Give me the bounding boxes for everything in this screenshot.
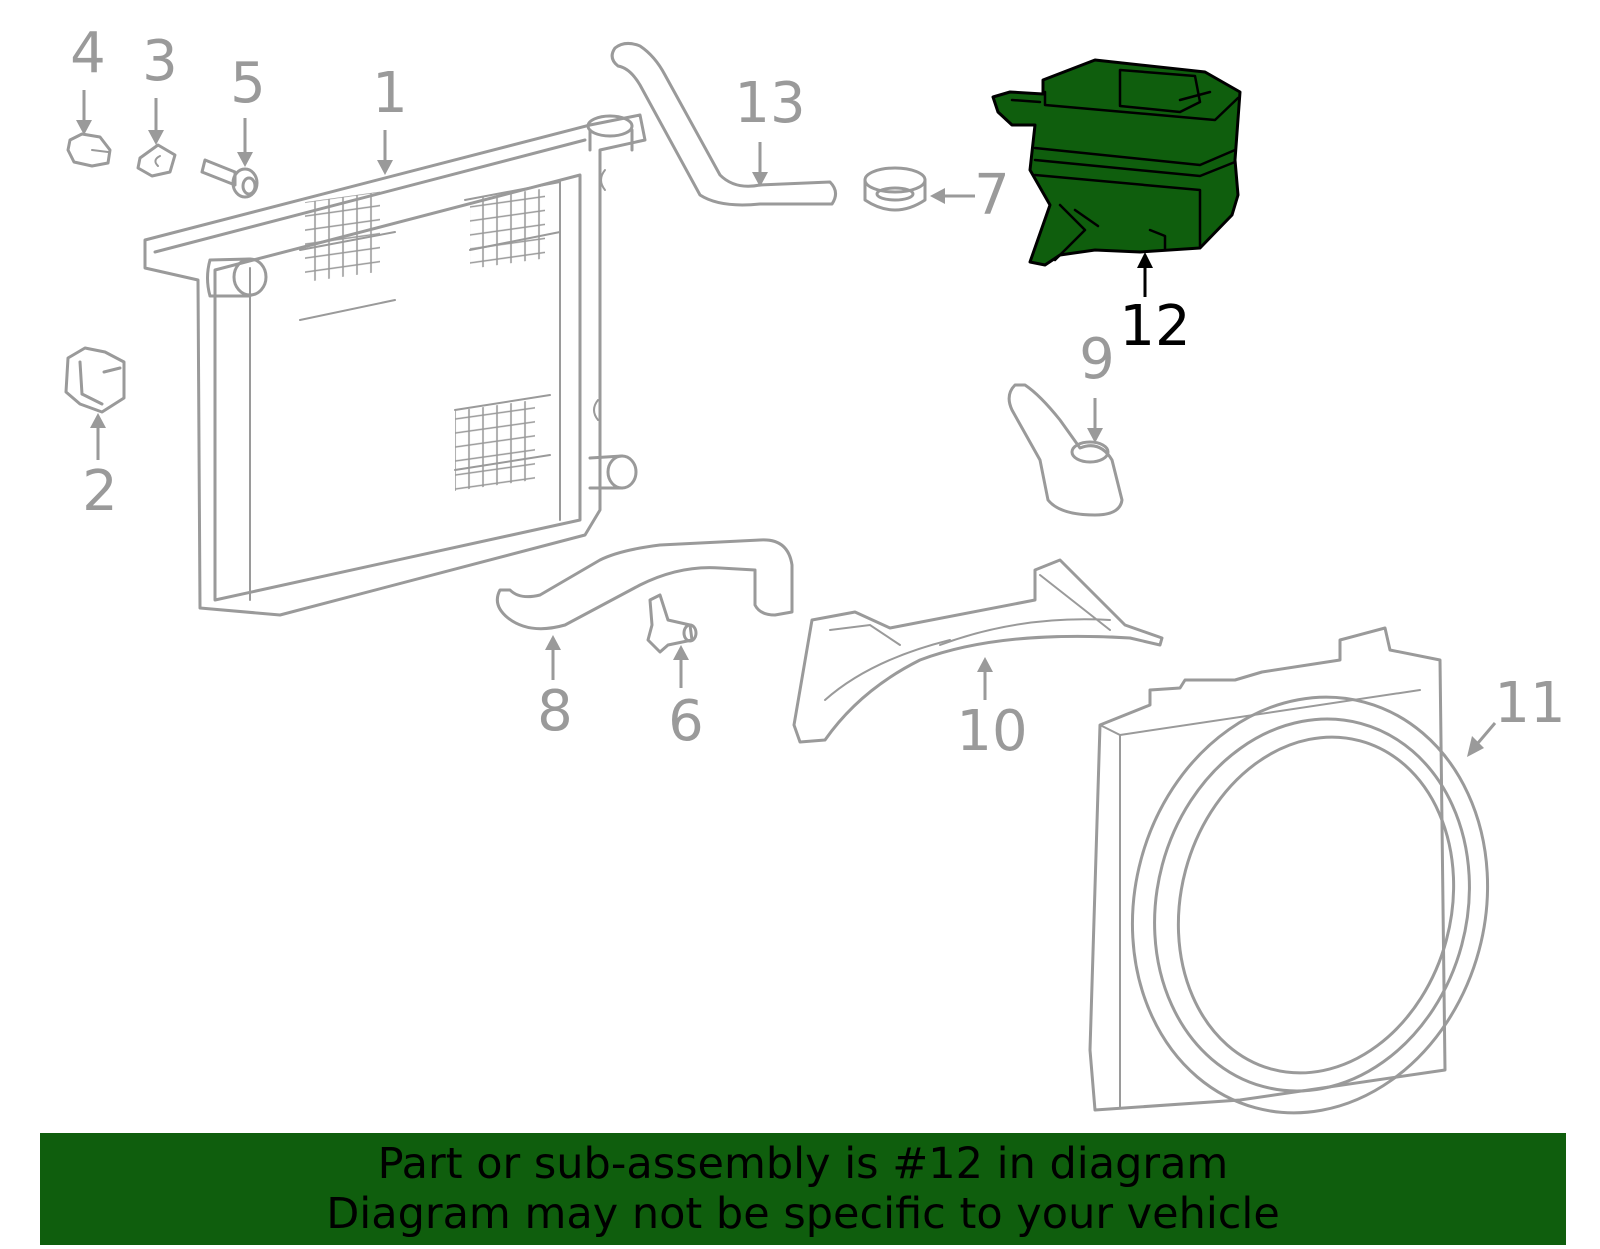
callout-10: 10 [956, 699, 1027, 764]
callout-9: 9 [1079, 327, 1115, 392]
fan-shroud-part-11[interactable] [1087, 626, 1534, 1153]
callout-13: 13 [734, 71, 805, 136]
callout-2: 2 [82, 459, 118, 524]
callout-5: 5 [230, 51, 266, 116]
bolt-part-5[interactable] [200, 158, 259, 199]
banner-line-disclaimer: Diagram may not be specific to your vehi… [326, 1189, 1280, 1239]
callout-1: 1 [372, 61, 408, 126]
callout-4: 4 [70, 21, 106, 86]
insulator-part-4[interactable] [66, 132, 112, 168]
callout-12: 12 [1119, 294, 1190, 359]
upper-hose-part-9[interactable] [1007, 383, 1124, 517]
reservoir-part-12[interactable] [991, 58, 1242, 267]
info-banner: Part or sub-assembly is #12 in diagram D… [40, 1133, 1566, 1245]
banner-line-part-number: Part or sub-assembly is #12 in diagram [377, 1139, 1229, 1189]
drain-cock-part-6[interactable] [646, 593, 698, 654]
callout-6: 6 [668, 689, 704, 754]
nut-part-3[interactable] [136, 143, 177, 178]
overflow-hose-part-13[interactable] [610, 41, 837, 207]
callout-labels: 1 2 3 4 5 6 7 8 9 10 11 13 12 [70, 21, 1565, 764]
radiator-part-1[interactable] [143, 113, 647, 617]
clip-part-2[interactable] [64, 346, 126, 414]
callout-arrows [76, 90, 1497, 757]
shroud-panel-part-10[interactable] [792, 558, 1164, 744]
callout-8: 8 [537, 679, 573, 744]
grommet-part-7[interactable] [863, 166, 927, 212]
callout-7: 7 [974, 163, 1010, 228]
lower-hose-part-8[interactable] [495, 538, 794, 631]
callout-11: 11 [1494, 671, 1565, 736]
callout-3: 3 [142, 29, 178, 94]
